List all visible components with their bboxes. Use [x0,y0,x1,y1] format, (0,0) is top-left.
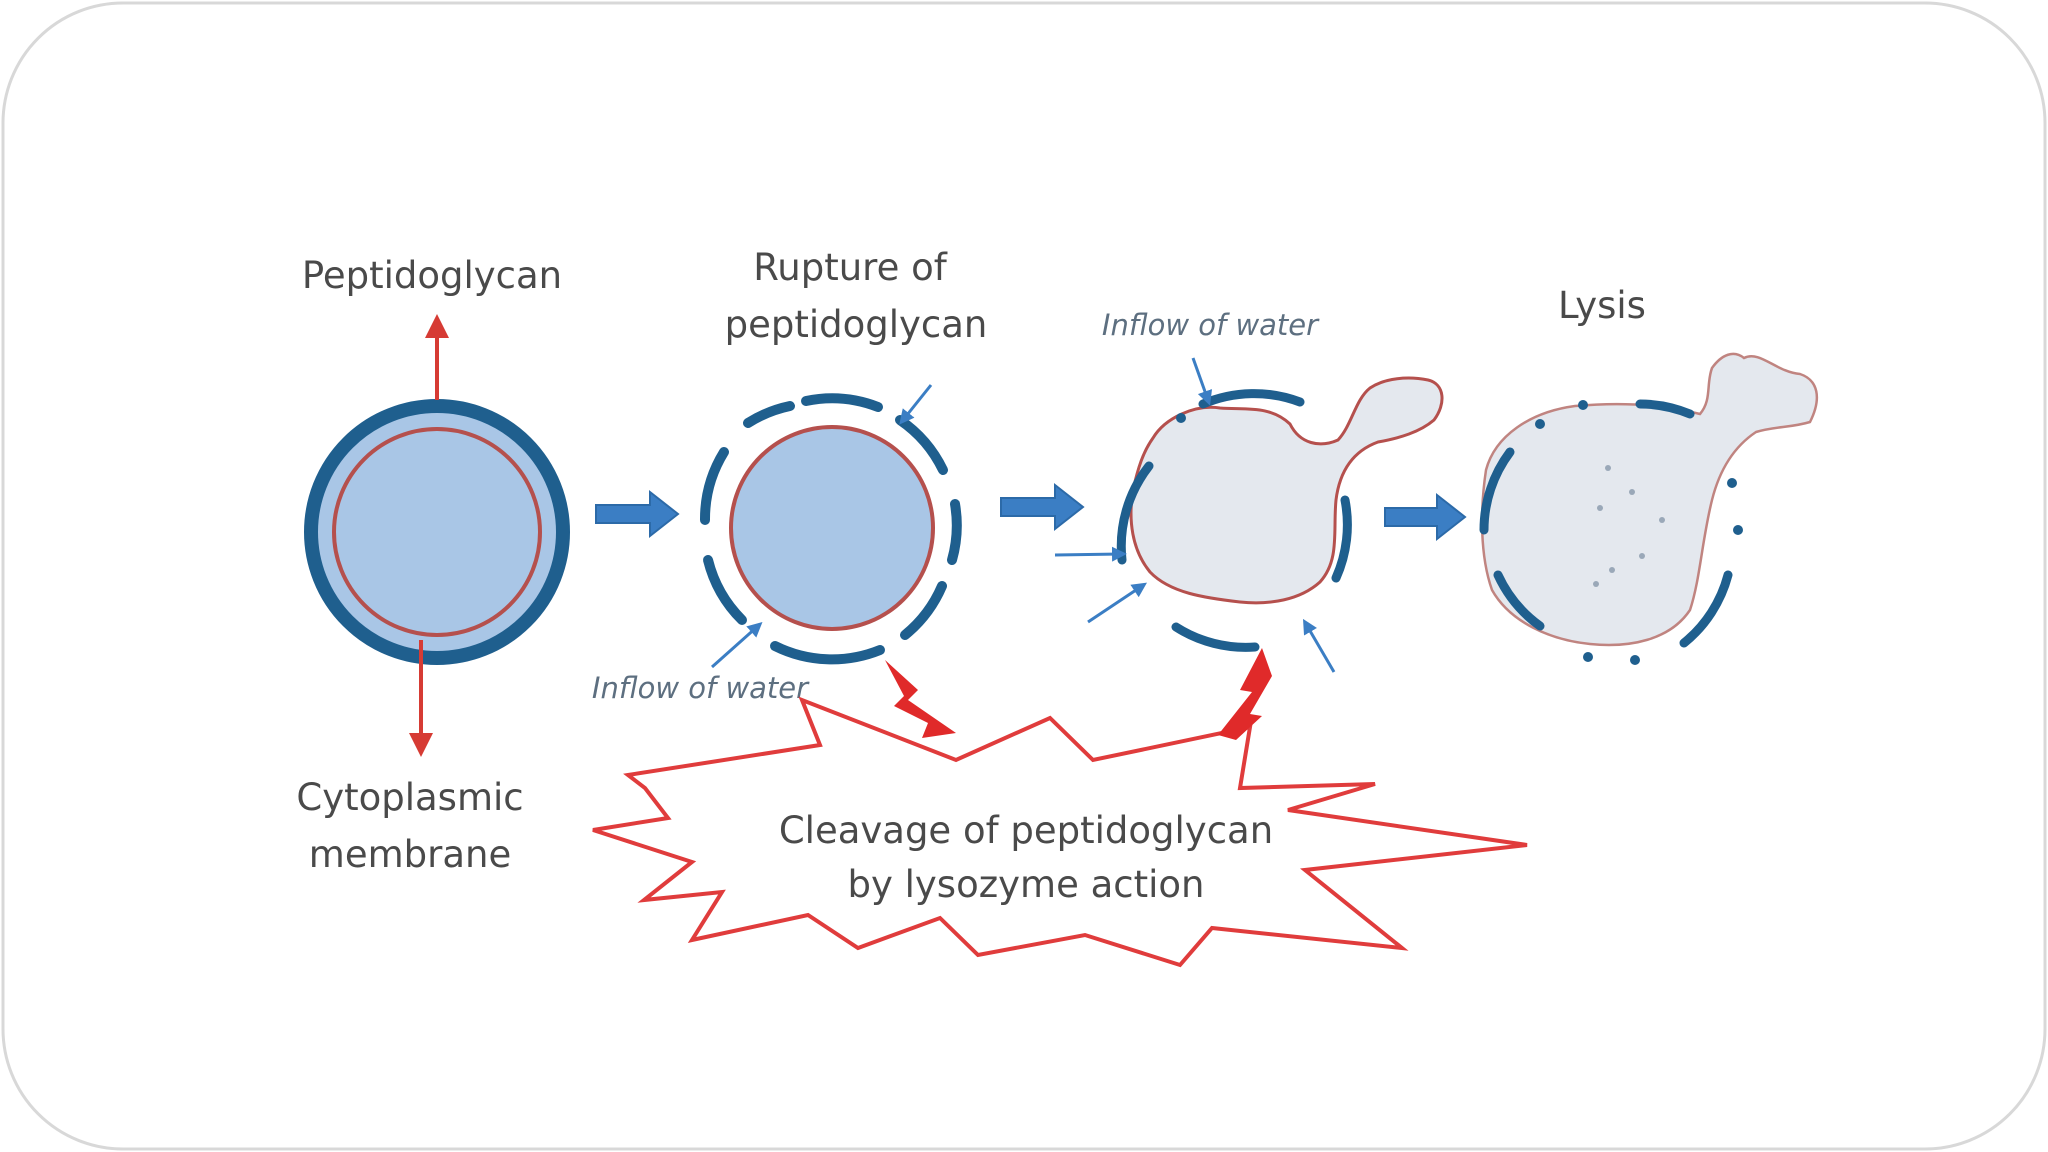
right-block-arrow-icon [1384,492,1467,542]
label-cytoplasmic: Cytoplasmic [296,776,523,819]
small-arrow-icon [1087,582,1147,624]
label-cleavage-line1: Cleavage of peptidoglycan [779,809,1273,852]
label-inflow-stage2: Inflow of water [592,671,810,705]
right-block-arrow-icon [595,489,680,539]
small-arrow-icon [711,622,763,669]
stage-lysis [1479,352,1818,665]
small-arrow-icon [1302,618,1336,673]
lightning-bolt-icon [1218,648,1272,740]
lightning-bolt-icon [885,660,956,738]
stage-intact-cell [304,314,570,757]
label-rupture-line1: Rupture of [753,246,948,289]
label-lysis: Lysis [1558,284,1646,327]
label-peptidoglycan: Peptidoglycan [302,254,562,297]
stage-swelling [1054,357,1444,673]
small-arrow-icon [899,384,933,425]
lysozyme-burst-callout [592,696,1528,968]
small-arrow-icon [1054,546,1127,562]
swollen-cell-body [1129,376,1444,605]
label-rupture-line2: peptidoglycan [725,303,988,346]
stage-rupture [699,384,962,669]
label-inflow-stage3: Inflow of water [1102,308,1320,342]
label-membrane: membrane [309,833,511,876]
small-arrow-icon [1191,357,1213,406]
right-block-arrow-icon [1000,482,1085,532]
label-cleavage-line2: by lysozyme action [847,863,1204,906]
